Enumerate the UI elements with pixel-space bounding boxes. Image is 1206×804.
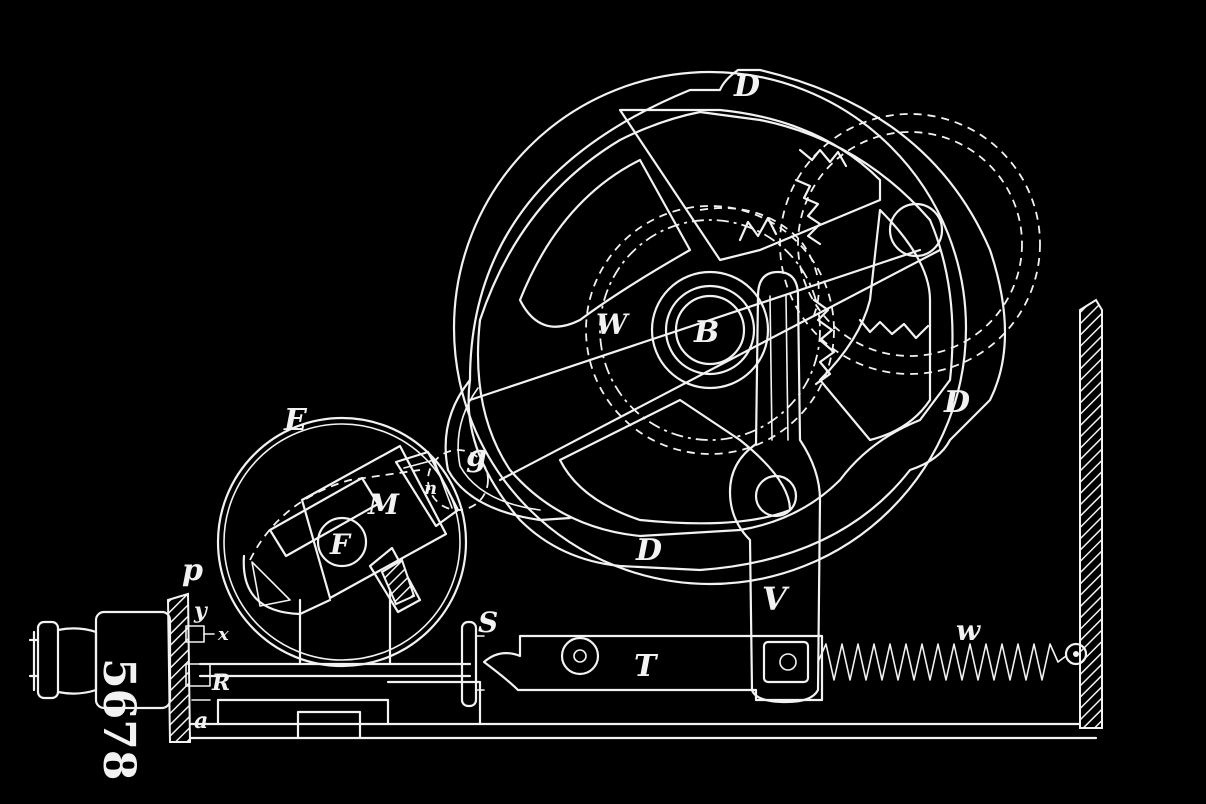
cam-plate-E	[216, 416, 489, 668]
label-D-right: D	[943, 385, 970, 420]
label-g: g	[466, 439, 487, 474]
label-S: S	[478, 606, 498, 639]
shaft-fittings	[185, 625, 215, 701]
stamp-number: 5678	[93, 658, 144, 780]
label-D-top: D	[733, 69, 760, 104]
slide-bar-T	[460, 620, 824, 708]
guard-g	[444, 378, 572, 522]
label-n: n	[424, 478, 437, 499]
lever-V	[728, 270, 822, 704]
label-p: p	[182, 553, 203, 588]
label-F: F	[329, 528, 352, 561]
right-upright-post	[1079, 298, 1103, 729]
label-x: x	[217, 624, 229, 645]
large-wheel-D	[452, 68, 1007, 586]
label-D-bottom: D	[635, 533, 662, 568]
coil-spring-w	[817, 642, 1088, 681]
base-frame	[183, 662, 1098, 740]
label-W: W	[596, 308, 630, 341]
label-y: y	[193, 598, 209, 624]
label-a: a	[194, 708, 208, 734]
label-E: E	[283, 403, 308, 438]
label-M: M	[367, 488, 400, 521]
label-R: R	[211, 670, 230, 696]
label-V: V	[762, 580, 790, 618]
dashed-gear-wheel	[699, 113, 1041, 386]
label-B: B	[693, 315, 719, 350]
numbering-wheel-digits: 5678	[93, 658, 144, 780]
number-stamp-head: 5678	[28, 610, 172, 780]
label-T: T	[634, 649, 659, 684]
reference-letters: D D D B W g E M n F p y x R a S T V w	[182, 69, 981, 734]
label-w: w	[956, 614, 981, 647]
